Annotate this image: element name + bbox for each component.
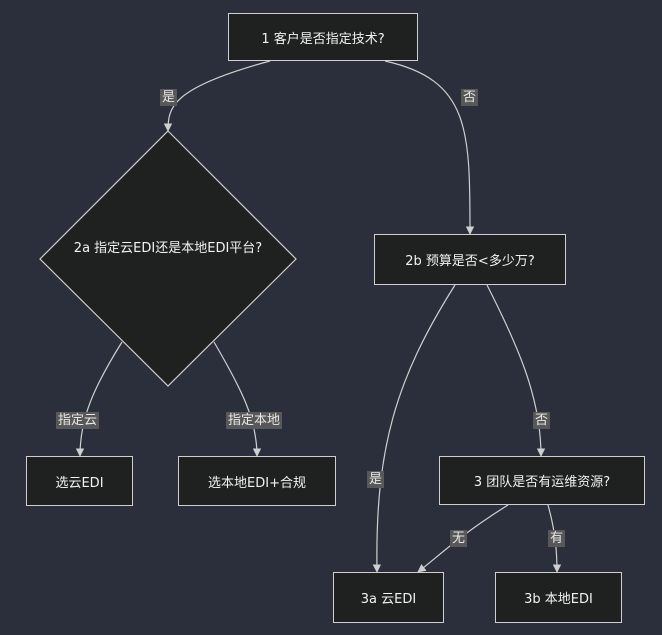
node-cloud-pick: 选云EDI: [26, 456, 133, 506]
edge-label-have: 有: [548, 530, 566, 547]
node-3b: 3b 本地EDI: [495, 572, 622, 623]
node-local-pick-label: 选本地EDI+合规: [208, 475, 306, 491]
edge-1-to-2b: [384, 60, 475, 235]
node-3b-label: 3b 本地EDI: [524, 592, 593, 607]
edge-2a-to-local: [213, 341, 262, 457]
edge-label-cloud: 指定云: [56, 412, 100, 429]
edge-2b-to-3a: [372, 284, 456, 573]
edge-2a-to-cloud: [75, 341, 123, 457]
node-3a-label: 3a 云EDI: [360, 592, 417, 607]
edge-label-yes-1: 是: [160, 89, 178, 106]
edge-1-to-2a: [163, 60, 271, 132]
node-2a-label: 2a 指定云EDI还是本地EDI平台?: [73, 241, 263, 256]
node-1-label: 1 客户是否指定技术?: [261, 31, 385, 47]
edge-label-none: 无: [450, 530, 468, 547]
node-cloud-pick-label: 选云EDI: [55, 475, 104, 491]
node-3: 3 团队是否有运维资源?: [439, 456, 645, 505]
edge-label-no-2b: 否: [533, 412, 551, 429]
edge-label-local: 指定本地: [226, 412, 283, 429]
node-1: 1 客户是否指定技术?: [228, 13, 418, 61]
node-2b-label: 2b 预算是否<多少万?: [405, 254, 535, 269]
node-2b: 2b 预算是否<多少万?: [374, 234, 566, 285]
node-3-label: 3 团队是否有运维资源?: [473, 475, 611, 490]
decision-diamond-2a: [39, 130, 297, 387]
edge-label-no-1: 否: [461, 89, 479, 106]
edge-2b-to-3: [486, 284, 546, 457]
edge-label-yes-2b: 是: [367, 471, 385, 488]
node-3a: 3a 云EDI: [333, 572, 444, 623]
node-local-pick: 选本地EDI+合规: [178, 456, 336, 506]
